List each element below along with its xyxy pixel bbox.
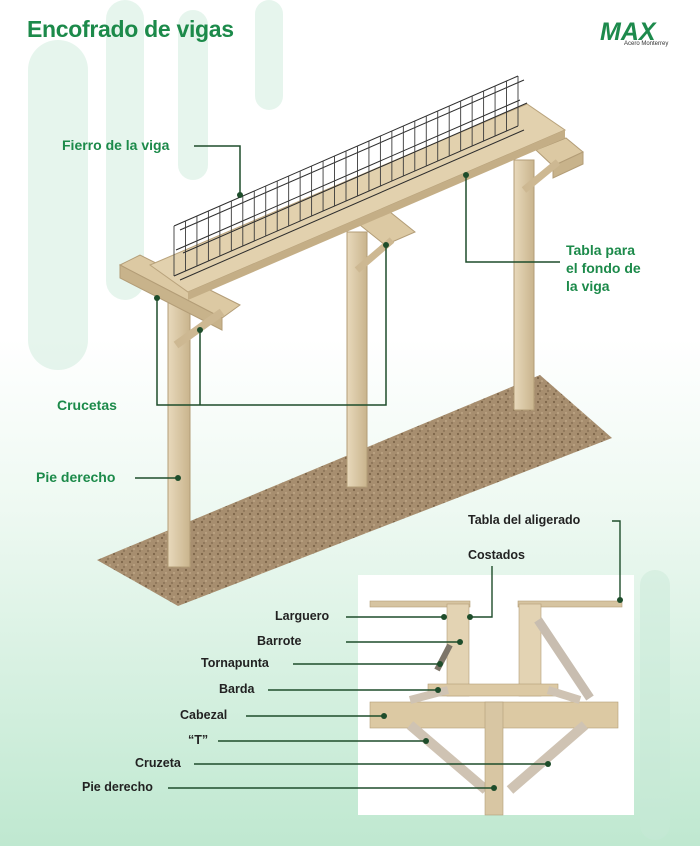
cruzeta-right	[506, 721, 589, 794]
label-barrote: Barrote	[257, 634, 302, 648]
leader-tabla-aligerado	[612, 520, 621, 600]
decor-stripe	[106, 0, 144, 300]
post-right	[513, 159, 535, 411]
detail-leader-lines	[168, 520, 621, 789]
tornapunta-right	[534, 617, 594, 701]
leader-fierro	[194, 145, 241, 195]
decor-stripe	[640, 570, 670, 840]
label-tabla-fondo-line2: el fondo de	[566, 260, 641, 276]
leader-dots	[154, 172, 469, 481]
beam-bottom-board-edge	[188, 130, 565, 300]
brace-right	[521, 159, 561, 193]
cruzeta-left-top	[408, 686, 450, 704]
logo-text: MAX	[600, 18, 657, 46]
label-costados: Costados	[468, 548, 525, 562]
label-fierro-viga: Fierro de la viga	[62, 137, 170, 153]
label-cabezal: Cabezal	[180, 708, 228, 722]
brand-logo: MAX	[600, 18, 657, 46]
label-tabla-fondo-line1: Tabla para	[566, 242, 635, 258]
label-tabla-fondo: Tabla para el fondo de la viga	[566, 241, 641, 295]
label-pie-derecho-detail: Pie derecho	[82, 780, 153, 794]
leader-lines	[135, 145, 560, 479]
label-tornapunta: Tornapunta	[201, 656, 269, 670]
label-cruzeta: Cruzeta	[135, 756, 181, 770]
decor-stripe	[255, 0, 283, 110]
post-middle	[346, 231, 368, 488]
detail-post	[484, 701, 504, 816]
logo-subtitle: Acero Monterrey	[624, 41, 669, 47]
leader-tabla-fondo	[465, 175, 560, 263]
label-t: “T”	[188, 733, 209, 747]
decor-stripe	[178, 10, 208, 180]
label-tabla-aligerado: Tabla del aligerado	[468, 513, 581, 527]
cruzeta-left	[406, 721, 490, 794]
head-beam-left-front	[119, 264, 223, 331]
side-board-right	[518, 603, 542, 697]
decor-stripe	[28, 40, 88, 370]
cruzeta-right-top	[546, 686, 582, 704]
leader-costados	[470, 566, 493, 618]
page-title: Encofrado de vigas	[27, 16, 234, 42]
slab-board-right	[517, 600, 623, 608]
label-larguero: Larguero	[275, 609, 330, 623]
leader-crucetas	[156, 245, 387, 406]
label-barda: Barda	[219, 682, 255, 696]
label-crucetas: Crucetas	[57, 397, 117, 413]
head-beam-right-front	[552, 151, 584, 179]
label-tabla-fondo-line3: la viga	[566, 278, 610, 294]
ground-dirt	[97, 375, 612, 606]
rebar-stirrups	[173, 76, 519, 276]
detail-leader-dots	[381, 597, 623, 791]
label-pie-derecho: Pie derecho	[36, 469, 116, 485]
slab-board-left	[369, 600, 471, 608]
